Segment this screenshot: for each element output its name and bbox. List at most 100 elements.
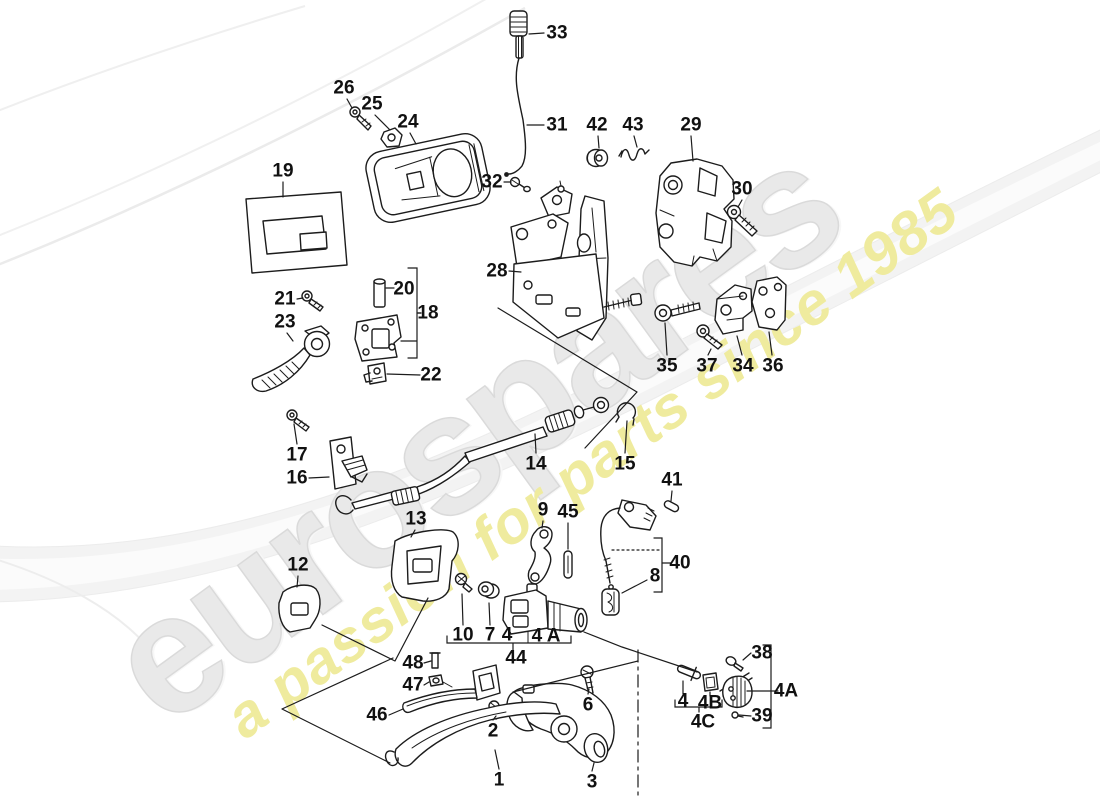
- part-label-36[interactable]: 36: [762, 355, 784, 377]
- part-30-screw: [726, 204, 758, 237]
- part-label-38[interactable]: 38: [751, 642, 773, 664]
- part-label-30[interactable]: 30: [731, 178, 753, 200]
- part-34-bracket: [714, 284, 753, 335]
- leader-line-9: [541, 520, 544, 529]
- part-label-44[interactable]: 44: [505, 647, 527, 669]
- part-label-8[interactable]: 8: [649, 565, 661, 587]
- part-label-42[interactable]: 42: [586, 114, 608, 136]
- part-label-29[interactable]: 29: [680, 114, 702, 136]
- part-label-6[interactable]: 6: [582, 694, 594, 716]
- part-label-1[interactable]: 1: [493, 769, 505, 791]
- part-12-gasket: [278, 584, 321, 633]
- part-label-47[interactable]: 47: [402, 674, 424, 696]
- part-label-20[interactable]: 20: [393, 278, 415, 300]
- part-label-39[interactable]: 39: [751, 705, 773, 727]
- part-label-13[interactable]: 13: [405, 508, 427, 530]
- part-9-crank-lever: [527, 526, 553, 585]
- part-26-screw: [349, 106, 372, 131]
- leader-line-6: [587, 688, 590, 695]
- part-33-lock-pin: [509, 10, 528, 59]
- part-44-lock-cylinder-assembly: [502, 583, 588, 644]
- leader-line-7: [488, 602, 491, 626]
- leader-line-42: [597, 135, 600, 149]
- leader-line-13: [410, 529, 416, 538]
- part-7-roller: [477, 581, 500, 599]
- leader-line-38: [742, 652, 752, 661]
- part-48-pin: [429, 652, 441, 669]
- part-label-34[interactable]: 34: [732, 355, 754, 377]
- part-label-37[interactable]: 37: [696, 355, 718, 377]
- leader-line-36: [768, 331, 773, 356]
- part-label-4c[interactable]: 4C: [690, 711, 716, 733]
- part-label-43[interactable]: 43: [622, 114, 644, 136]
- part-4b-block: [702, 672, 719, 692]
- part-4a-cylinder-cap: [722, 675, 753, 708]
- part-label-2[interactable]: 2: [487, 720, 499, 742]
- part-28-latch-bracket: [510, 180, 643, 341]
- part-24-interior-handle-bezel: [365, 132, 491, 224]
- part-45-roll-pin: [563, 550, 573, 579]
- part-label-21[interactable]: 21: [274, 288, 296, 310]
- part-label-22[interactable]: 22: [420, 364, 442, 386]
- part-39-screw: [731, 711, 744, 719]
- part-label-35[interactable]: 35: [656, 355, 678, 377]
- part-22-clip: [363, 362, 387, 385]
- leader-line-1: [494, 749, 500, 770]
- part-label-45[interactable]: 45: [557, 501, 579, 523]
- group-brackets: [400, 267, 779, 729]
- part-label-10[interactable]: 10: [452, 624, 474, 646]
- part-label-24[interactable]: 24: [397, 111, 419, 133]
- part-label-19[interactable]: 19: [272, 160, 294, 182]
- pointer-lines: [281, 307, 698, 798]
- part-label-17[interactable]: 17: [286, 444, 308, 466]
- leader-line-28: [508, 270, 522, 273]
- leader-line-14: [534, 433, 537, 454]
- part-label-4a-top[interactable]: 4 A: [531, 625, 561, 647]
- part-13-gasket: [390, 529, 459, 602]
- part-label-46[interactable]: 46: [366, 704, 388, 726]
- part-label-3[interactable]: 3: [586, 771, 598, 793]
- leader-line-30: [737, 199, 743, 208]
- part-8-cable-clamp: [601, 588, 620, 616]
- part-23-release-lever: [251, 325, 331, 393]
- part-label-15[interactable]: 15: [614, 453, 636, 475]
- part-20-pin: [373, 278, 386, 308]
- part-10-screw: [454, 572, 473, 593]
- part-label-28[interactable]: 28: [486, 260, 508, 282]
- part-42-grommet: [586, 148, 609, 168]
- part-21-screw: [301, 290, 324, 312]
- part-label-31[interactable]: 31: [546, 114, 568, 136]
- leader-line-2: [492, 715, 497, 721]
- part-label-33[interactable]: 33: [546, 22, 568, 44]
- part-label-4-bottom[interactable]: 4: [677, 690, 689, 712]
- leader-line-46: [388, 708, 404, 716]
- part-label-48[interactable]: 48: [402, 652, 424, 674]
- part-label-16[interactable]: 16: [286, 467, 308, 489]
- part-16-cable-bracket: [329, 436, 368, 490]
- part-35-screw: [654, 301, 701, 322]
- leader-line-41: [670, 490, 673, 502]
- part-label-12[interactable]: 12: [287, 554, 309, 576]
- leader-line-21: [296, 297, 304, 300]
- part-label-4b[interactable]: 4B: [697, 692, 723, 714]
- part-label-7[interactable]: 7: [484, 624, 496, 646]
- part-18-hinge: [354, 314, 402, 362]
- part-label-25[interactable]: 25: [361, 93, 383, 115]
- part-36-plate: [751, 276, 787, 331]
- part-label-14[interactable]: 14: [525, 453, 547, 475]
- leader-line-8: [621, 579, 648, 594]
- part-label-26[interactable]: 26: [333, 77, 355, 99]
- part-label-32[interactable]: 32: [481, 171, 503, 193]
- part-40-actuating-rod: [600, 499, 657, 590]
- part-47-nut: [428, 674, 453, 688]
- part-label-40[interactable]: 40: [669, 552, 691, 574]
- part-label-4a-side[interactable]: 4A: [773, 680, 799, 702]
- leader-line-29: [690, 135, 694, 162]
- part-label-18[interactable]: 18: [417, 302, 439, 324]
- part-label-41[interactable]: 41: [661, 469, 683, 491]
- part-label-9[interactable]: 9: [537, 499, 549, 521]
- part-label-4-top[interactable]: 4: [501, 624, 513, 646]
- part-25-nut: [380, 127, 403, 148]
- part-label-23[interactable]: 23: [274, 311, 296, 333]
